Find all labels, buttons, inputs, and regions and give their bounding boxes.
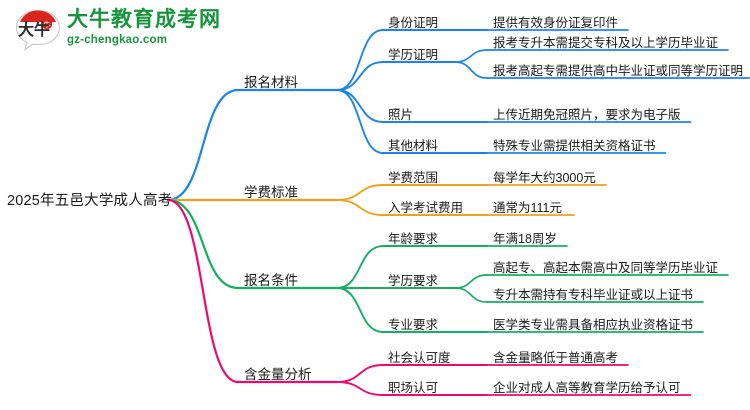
mindmap-node-tuition_standard[interactable]: 学费标准 bbox=[244, 185, 298, 200]
mindmap-leaf[interactable]: 医学类专业需具备相应执业资格证书 bbox=[493, 318, 694, 332]
mindmap-node-value_analysis[interactable]: 含金量分析 bbox=[244, 367, 312, 382]
mindmap-leaf[interactable]: 高起专、高起本需高中及同等学历毕业证 bbox=[493, 261, 719, 275]
mindmap-subnode[interactable]: 学历要求 bbox=[388, 274, 439, 288]
mindmap-subnode[interactable]: 照片 bbox=[388, 108, 414, 122]
mindmap-subnode[interactable]: 其他材料 bbox=[388, 139, 439, 153]
svg-text:大牛: 大牛 bbox=[18, 20, 50, 39]
mindmap-leaf[interactable]: 报考高起专需提供高中毕业证或同等学历证明 bbox=[493, 64, 744, 78]
mindmap-root-label: 2025年五邑大学成人高考 bbox=[7, 193, 173, 209]
mindmap-subnode[interactable]: 学历证明 bbox=[388, 48, 439, 62]
mindmap-subnode[interactable]: 专业要求 bbox=[388, 318, 439, 332]
mindmap-node-application_conditions[interactable]: 报名条件 bbox=[244, 273, 298, 288]
mindmap-leaf[interactable]: 企业对成人高等教育学历给予认可 bbox=[493, 381, 681, 395]
logo-mark-icon: 牛 大牛 bbox=[14, 8, 62, 52]
mindmap-leaf[interactable]: 专升本需持有专科毕业证或以上证书 bbox=[493, 288, 694, 302]
logo-name-en: gz-chengkao.com bbox=[67, 34, 168, 46]
logo-name-cn: 大牛教育成考网 bbox=[67, 8, 221, 31]
site-logo[interactable]: 牛 大牛 大牛教育成考网 gz-chengkao.com bbox=[14, 6, 229, 56]
mindmap-leaf[interactable]: 提供有效身份证复印件 bbox=[493, 16, 619, 30]
mindmap-node-registration_materials[interactable]: 报名材料 bbox=[244, 75, 298, 90]
mindmap-leaf[interactable]: 特殊专业需提供相关资格证书 bbox=[493, 139, 656, 153]
mindmap-subnode[interactable]: 职场认可 bbox=[388, 381, 439, 395]
logo-text: 大牛教育成考网 gz-chengkao.com bbox=[67, 8, 221, 48]
mindmap-leaf[interactable]: 报考专升本需提交专科及以上学历毕业证 bbox=[493, 36, 719, 50]
mindmap-subnode[interactable]: 年龄要求 bbox=[388, 232, 439, 246]
mindmap-subnode[interactable]: 身份证明 bbox=[388, 16, 439, 30]
mindmap-leaf[interactable]: 含金量略低于普通高考 bbox=[493, 351, 619, 365]
mindmap-subnode[interactable]: 入学考试费用 bbox=[388, 201, 464, 215]
mindmap-leaf[interactable]: 通常为111元 bbox=[493, 201, 563, 215]
svg-text:牛: 牛 bbox=[43, 20, 51, 29]
mindmap-subnode[interactable]: 学费范围 bbox=[388, 171, 439, 185]
mindmap-leaf[interactable]: 上传近期免冠照片，要求为电子版 bbox=[493, 108, 681, 122]
mindmap-leaf[interactable]: 年满18周岁 bbox=[493, 232, 557, 246]
mindmap-leaf[interactable]: 每学年大约3000元 bbox=[493, 171, 596, 185]
mindmap-subnode[interactable]: 社会认可度 bbox=[388, 351, 451, 365]
